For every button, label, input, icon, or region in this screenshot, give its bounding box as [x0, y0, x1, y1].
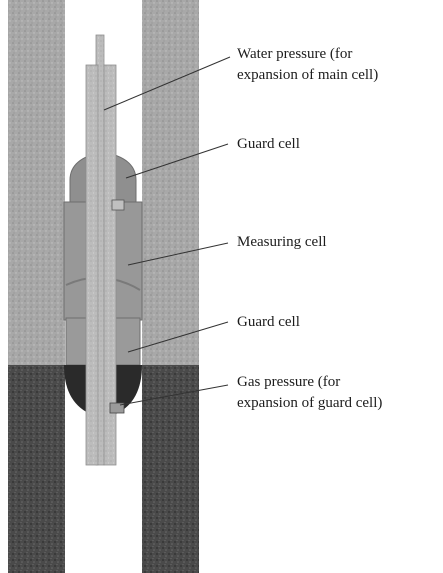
label-guard-cell-upper: Guard cell [237, 134, 300, 155]
label-guard-cell-upper-text: Guard cell [237, 134, 300, 155]
label-water-pressure-line2: expansion of main cell) [237, 65, 378, 86]
label-gas-pressure-line1: Gas pressure (for [237, 372, 382, 393]
label-guard-cell-lower-text: Guard cell [237, 312, 300, 333]
label-measuring-cell: Measuring cell [237, 232, 327, 253]
label-guard-cell-lower: Guard cell [237, 312, 300, 333]
outer-tube-left [86, 65, 98, 465]
label-water-pressure-line1: Water pressure (for [237, 44, 378, 65]
borehole-wall-left [8, 0, 65, 573]
label-water-pressure: Water pressure (for expansion of main ce… [237, 44, 378, 86]
label-gas-pressure: Gas pressure (for expansion of guard cel… [237, 372, 382, 414]
valve-upper [112, 200, 124, 210]
label-gas-pressure-line2: expansion of guard cell) [237, 393, 382, 414]
borehole-wall-right [142, 0, 199, 573]
label-measuring-cell-text: Measuring cell [237, 232, 327, 253]
